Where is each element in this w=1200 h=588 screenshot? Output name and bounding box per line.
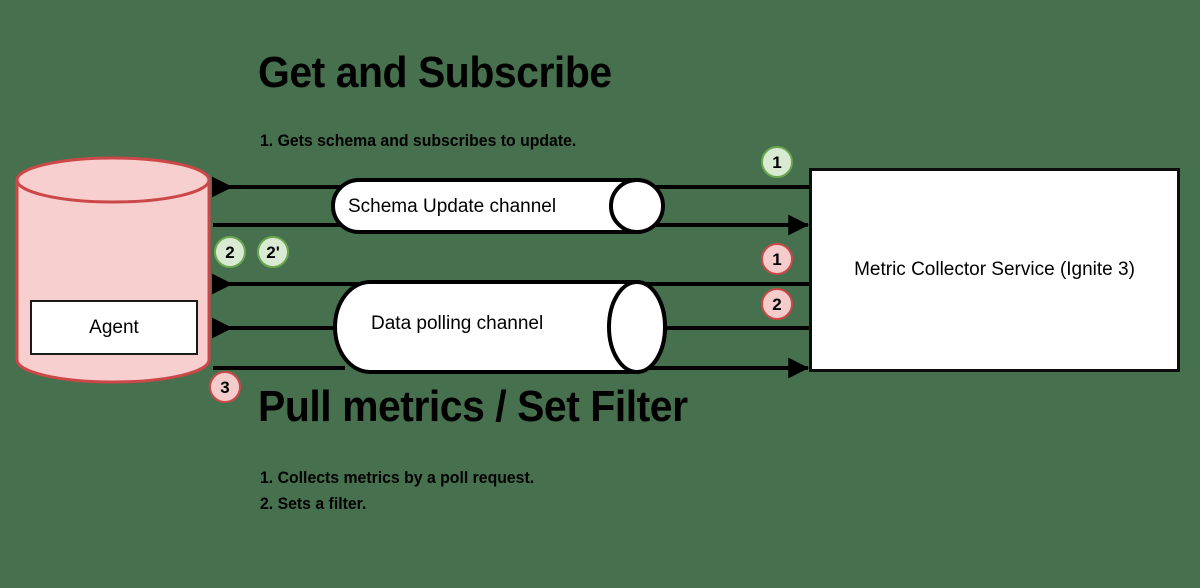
badge-pink-2[interactable]: 2 — [761, 288, 793, 320]
badge-green-2-prime[interactable]: 2' — [257, 236, 289, 268]
badge-pink-3[interactable]: 3 — [209, 371, 241, 403]
data-polling-channel-shape[interactable] — [333, 280, 667, 374]
section-step-bottom-2: 2. Sets a filter. — [260, 494, 367, 513]
agent-label: Agent — [89, 316, 139, 338]
schema-update-channel-label: Schema Update channel — [348, 196, 557, 217]
section-step-bottom-1: 1. Collects metrics by a poll request. — [260, 468, 535, 487]
section-title-get-and-subscribe: Get and Subscribe — [258, 48, 612, 97]
metric-collector-service-label: Metric Collector Service (Ignite 3) — [854, 259, 1135, 280]
schema-channel-cap — [609, 178, 665, 234]
badge-green-2[interactable]: 2 — [214, 236, 246, 268]
badge-green-1-top[interactable]: 1 — [761, 146, 793, 178]
data-polling-channel-label: Data polling channel — [371, 313, 544, 334]
schema-update-channel-shape[interactable] — [331, 178, 665, 234]
agent-node[interactable]: Agent — [30, 300, 198, 355]
section-step-top-1: 1. Gets schema and subscribes to update. — [260, 131, 577, 150]
section-title-pull-metrics-set-filter: Pull metrics / Set Filter — [258, 382, 688, 431]
badge-pink-1[interactable]: 1 — [761, 243, 793, 275]
database-top-ellipse — [15, 156, 211, 204]
data-channel-cap — [607, 280, 667, 374]
metric-collector-service-node[interactable]: Metric Collector Service (Ignite 3) — [809, 168, 1180, 372]
